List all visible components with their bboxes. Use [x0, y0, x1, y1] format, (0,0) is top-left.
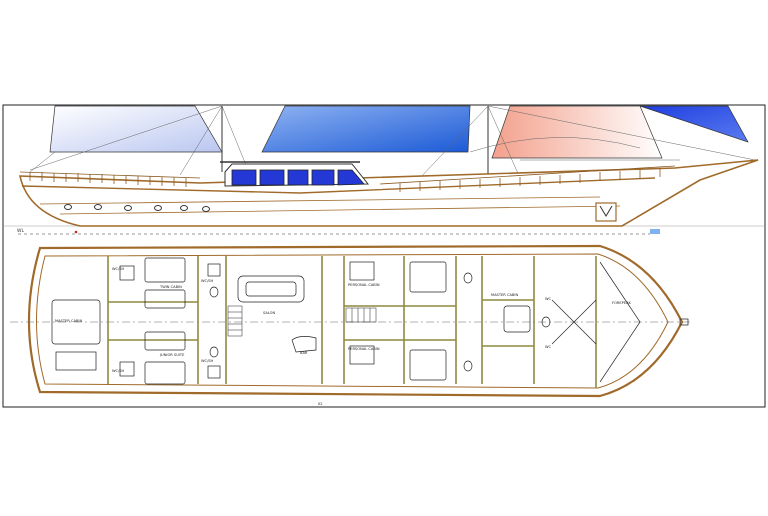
rub-strake [39, 196, 601, 205]
interior-walls [107, 256, 597, 388]
mizzen-sail [49, 105, 223, 153]
toilet-mid-stbd [209, 346, 219, 358]
railing [19, 165, 676, 192]
salon-table [245, 281, 297, 297]
reference-dot [74, 230, 78, 234]
label-personal-cabin-stbd: PERSONAL CABIN [348, 347, 380, 351]
portholes [64, 204, 210, 212]
deckhouse-window-5 [337, 169, 365, 186]
label-wc-shower-fore-stbd: WC/SH [112, 369, 125, 373]
fore-sail [491, 105, 663, 159]
bowsprit-tip [679, 318, 689, 326]
jib-sail [639, 105, 749, 143]
label-wc-fwd-port: WC [545, 297, 552, 301]
emblem-mark [599, 205, 613, 217]
shower-mid-port [207, 263, 221, 277]
label-wc-shower-mid-stbd: WC/SH [201, 359, 214, 363]
bed-master-fwd-port [409, 261, 447, 293]
plan-view: WC/SH WC/SH TWIN CABIN JUNIOR SUITE WC/S… [10, 244, 690, 406]
label-station-mark: 02 [318, 402, 323, 406]
label-forepeak: FOREPEAK [612, 301, 632, 305]
waterline-label: WL [17, 228, 24, 234]
sheer-line [21, 177, 656, 194]
label-personal-cabin-port: PERSONAL CABIN [348, 283, 380, 287]
label-salon: SALON [263, 311, 276, 315]
hull-plan-inner [36, 253, 669, 389]
label-master-cabin-fwd: MASTER CABIN [491, 293, 518, 297]
forepeak-hatch [551, 299, 597, 345]
bed-twin-2 [144, 289, 186, 309]
shower-fore-stbd [119, 361, 135, 377]
hull-profile [19, 159, 759, 227]
bed-twin-1 [144, 257, 186, 283]
label-master-cabin-aft: MASTER CABIN [55, 319, 82, 323]
master-fwd-bed [503, 305, 531, 333]
stairs [227, 305, 377, 337]
forepeak-bulkhead [599, 261, 641, 383]
room-labels: WC/SH WC/SH TWIN CABIN JUNIOR SUITE WC/S… [55, 267, 632, 406]
hull-plan-outline [27, 244, 684, 398]
toilet-fwd-port [463, 272, 473, 284]
profile-view: WL [17, 105, 759, 235]
bed-master-aft [51, 299, 101, 345]
aft-seating [55, 351, 97, 371]
scale-marker [650, 229, 660, 234]
shower-fore-port [119, 265, 135, 281]
toilet-fwd-stbd [463, 360, 473, 372]
bunk-stbd [349, 345, 375, 365]
salon-sofa [237, 275, 305, 303]
label-twin-cabin: TWIN CABIN [159, 285, 182, 289]
toilet-mid-port [209, 286, 219, 298]
furniture [51, 257, 641, 385]
main-sail [261, 105, 471, 153]
label-bar: BAR [300, 351, 308, 355]
label-wc-shower-mid-port: WC/SH [201, 279, 214, 283]
bunk-port [349, 261, 375, 281]
label-junior-suite: JUNIOR SUITE [159, 353, 185, 357]
bed-junior-1 [144, 331, 186, 351]
hull-line [59, 205, 621, 215]
label-wc-fwd-stbd: WC [545, 345, 552, 349]
deckhouse-window-3 [287, 169, 309, 186]
shower-mid-stbd [207, 365, 221, 379]
rigging [29, 105, 756, 179]
bar-counter [291, 336, 317, 353]
deckhouse-window-2 [259, 169, 285, 186]
deckhouse-window-1 [231, 169, 257, 186]
bed-master-fwd-stbd [409, 349, 447, 381]
bed-junior-2 [144, 361, 186, 385]
drawing-frame [2, 104, 766, 408]
bow-emblem-icon [595, 202, 617, 222]
deckhouse-window-4 [311, 169, 335, 186]
label-wc-shower-fore-port: WC/SH [112, 267, 125, 271]
toilet-forward [541, 316, 551, 328]
